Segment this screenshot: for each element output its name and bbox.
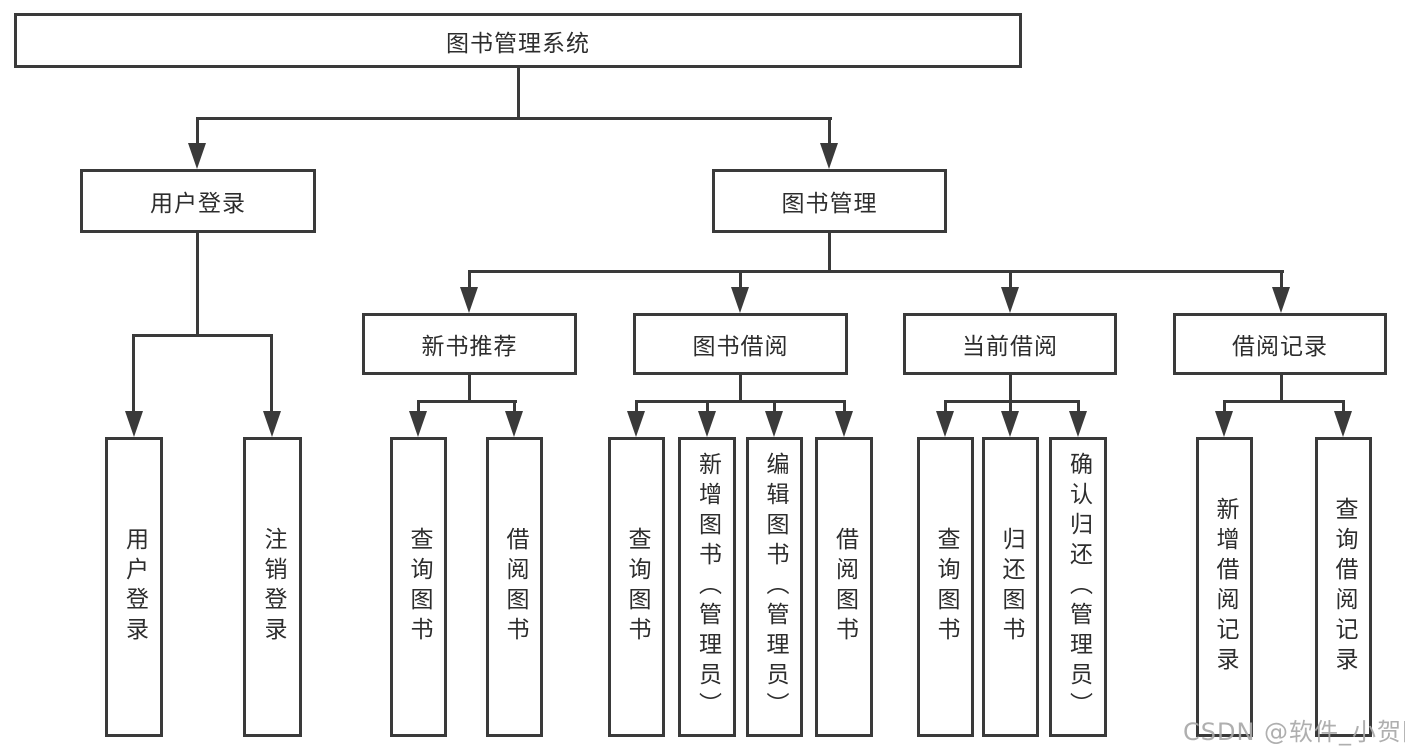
leaf-query-books-borrow-label: 查询图书 bbox=[624, 527, 650, 647]
arrow-down-icon bbox=[936, 411, 954, 437]
edge-borrowing-l3 bbox=[773, 400, 776, 413]
arrow-down-icon bbox=[1001, 411, 1019, 437]
leaf-edit-book-admin-label: 编辑图书（管理员） bbox=[762, 452, 788, 722]
leaf-return-books: 归还图书 bbox=[982, 437, 1039, 737]
arrow-down-icon bbox=[820, 143, 838, 169]
edge-borrowing-stub bbox=[739, 375, 742, 403]
leaf-logout: 注销登录 bbox=[243, 437, 302, 737]
watermark: CSDN @软件_小贺同学 bbox=[1183, 718, 1405, 746]
edge-current-stub bbox=[1009, 375, 1012, 403]
arrow-down-icon bbox=[835, 411, 853, 437]
edge-to-user-login bbox=[196, 117, 199, 147]
node-current-borrowing-label: 当前借阅 bbox=[962, 334, 1058, 360]
edge-root-rail bbox=[196, 117, 832, 120]
edge-recommend-rail bbox=[417, 400, 517, 403]
leaf-query-books-borrow: 查询图书 bbox=[608, 437, 665, 737]
edge-records-stub bbox=[1280, 375, 1283, 403]
leaf-borrow-books-borrow-label: 借阅图书 bbox=[831, 527, 858, 647]
leaf-add-book-admin: 新增图书（管理员） bbox=[678, 437, 736, 737]
arrow-down-icon bbox=[460, 287, 478, 313]
leaf-return-books-label: 归还图书 bbox=[998, 527, 1024, 647]
arrow-down-icon bbox=[627, 411, 645, 437]
node-book-management-label: 图书管理 bbox=[781, 191, 878, 217]
leaf-query-borrow-record: 查询借阅记录 bbox=[1315, 437, 1372, 737]
leaf-borrow-books-recommend: 借阅图书 bbox=[486, 437, 543, 737]
leaf-add-book-admin-label: 新增图书（管理员） bbox=[694, 452, 721, 722]
arrow-down-icon bbox=[1215, 411, 1233, 437]
arrow-down-icon bbox=[505, 411, 523, 437]
edge-records-rail bbox=[1223, 400, 1345, 403]
node-book-borrowing-label: 图书借阅 bbox=[692, 334, 789, 360]
edge-current-l1 bbox=[944, 400, 947, 413]
node-book-management: 图书管理 bbox=[712, 169, 947, 233]
arrow-down-icon bbox=[188, 143, 206, 169]
edge-to-leaf-logout bbox=[270, 334, 273, 414]
leaf-logout-label: 注销登录 bbox=[260, 527, 286, 647]
leaf-query-books-recommend: 查询图书 bbox=[390, 437, 447, 737]
edge-recommend-stub bbox=[468, 375, 471, 403]
arrow-down-icon bbox=[1334, 411, 1352, 437]
edge-mgmt-rail bbox=[468, 270, 1284, 273]
node-user-login: 用户登录 bbox=[80, 169, 316, 233]
edge-to-recommend bbox=[468, 270, 471, 290]
node-borrowing-records: 借阅记录 bbox=[1173, 313, 1387, 375]
edge-borrowing-l4 bbox=[843, 400, 846, 413]
edge-login-stub bbox=[196, 233, 199, 337]
arrow-down-icon bbox=[698, 411, 716, 437]
edge-to-book-management bbox=[828, 117, 831, 147]
arrow-down-icon bbox=[765, 411, 783, 437]
arrow-down-icon bbox=[1069, 411, 1087, 437]
edge-borrowing-l2 bbox=[706, 400, 709, 413]
edge-borrowing-rail bbox=[635, 400, 846, 403]
arrow-down-icon bbox=[409, 411, 427, 437]
leaf-query-books-current: 查询图书 bbox=[917, 437, 974, 737]
node-library-system: 图书管理系统 bbox=[14, 13, 1022, 68]
edge-mgmt-stub bbox=[828, 233, 831, 273]
leaf-borrow-books-recommend-label: 借阅图书 bbox=[502, 527, 528, 647]
node-new-book-recommend-label: 新书推荐 bbox=[421, 334, 518, 360]
edge-recommend-l2 bbox=[513, 400, 516, 413]
arrow-down-icon bbox=[263, 411, 281, 437]
edge-to-current bbox=[1009, 270, 1012, 290]
leaf-confirm-return-admin: 确认归还（管理员） bbox=[1049, 437, 1107, 737]
edge-borrowing-l1 bbox=[635, 400, 638, 413]
leaf-query-books-recommend-label: 查询图书 bbox=[406, 527, 432, 647]
edge-records-l2 bbox=[1342, 400, 1345, 413]
node-borrowing-records-label: 借阅记录 bbox=[1232, 334, 1328, 360]
leaf-edit-book-admin: 编辑图书（管理员） bbox=[746, 437, 803, 737]
edge-to-leaf-user-login bbox=[132, 334, 135, 414]
edge-root-stub bbox=[517, 66, 520, 120]
node-library-system-label: 图书管理系统 bbox=[446, 30, 590, 57]
arrow-down-icon bbox=[125, 411, 143, 437]
leaf-add-borrow-record-label: 新增借阅记录 bbox=[1212, 497, 1238, 677]
node-new-book-recommend: 新书推荐 bbox=[362, 313, 577, 375]
node-book-borrowing: 图书借阅 bbox=[633, 313, 848, 375]
leaf-query-borrow-record-label: 查询借阅记录 bbox=[1331, 497, 1357, 677]
edge-to-borrowing bbox=[739, 270, 742, 290]
edge-current-l3 bbox=[1077, 400, 1080, 413]
node-current-borrowing: 当前借阅 bbox=[903, 313, 1117, 375]
arrow-down-icon bbox=[1001, 287, 1019, 313]
leaf-borrow-books-borrow: 借阅图书 bbox=[815, 437, 873, 737]
node-user-login-label: 用户登录 bbox=[150, 191, 246, 217]
leaf-add-borrow-record: 新增借阅记录 bbox=[1196, 437, 1253, 737]
edge-login-rail bbox=[132, 334, 273, 337]
leaf-query-books-current-label: 查询图书 bbox=[933, 527, 959, 647]
edge-to-records bbox=[1280, 270, 1283, 290]
arrow-down-icon bbox=[1272, 287, 1290, 313]
leaf-user-login-label: 用户登录 bbox=[121, 527, 148, 647]
arrow-down-icon bbox=[731, 287, 749, 313]
leaf-user-login: 用户登录 bbox=[105, 437, 163, 737]
edge-recommend-l1 bbox=[417, 400, 420, 413]
edge-current-l2 bbox=[1009, 400, 1012, 413]
edge-records-l1 bbox=[1223, 400, 1226, 413]
leaf-confirm-return-admin-label: 确认归还（管理员） bbox=[1065, 452, 1092, 722]
edge-current-rail bbox=[944, 400, 1080, 403]
